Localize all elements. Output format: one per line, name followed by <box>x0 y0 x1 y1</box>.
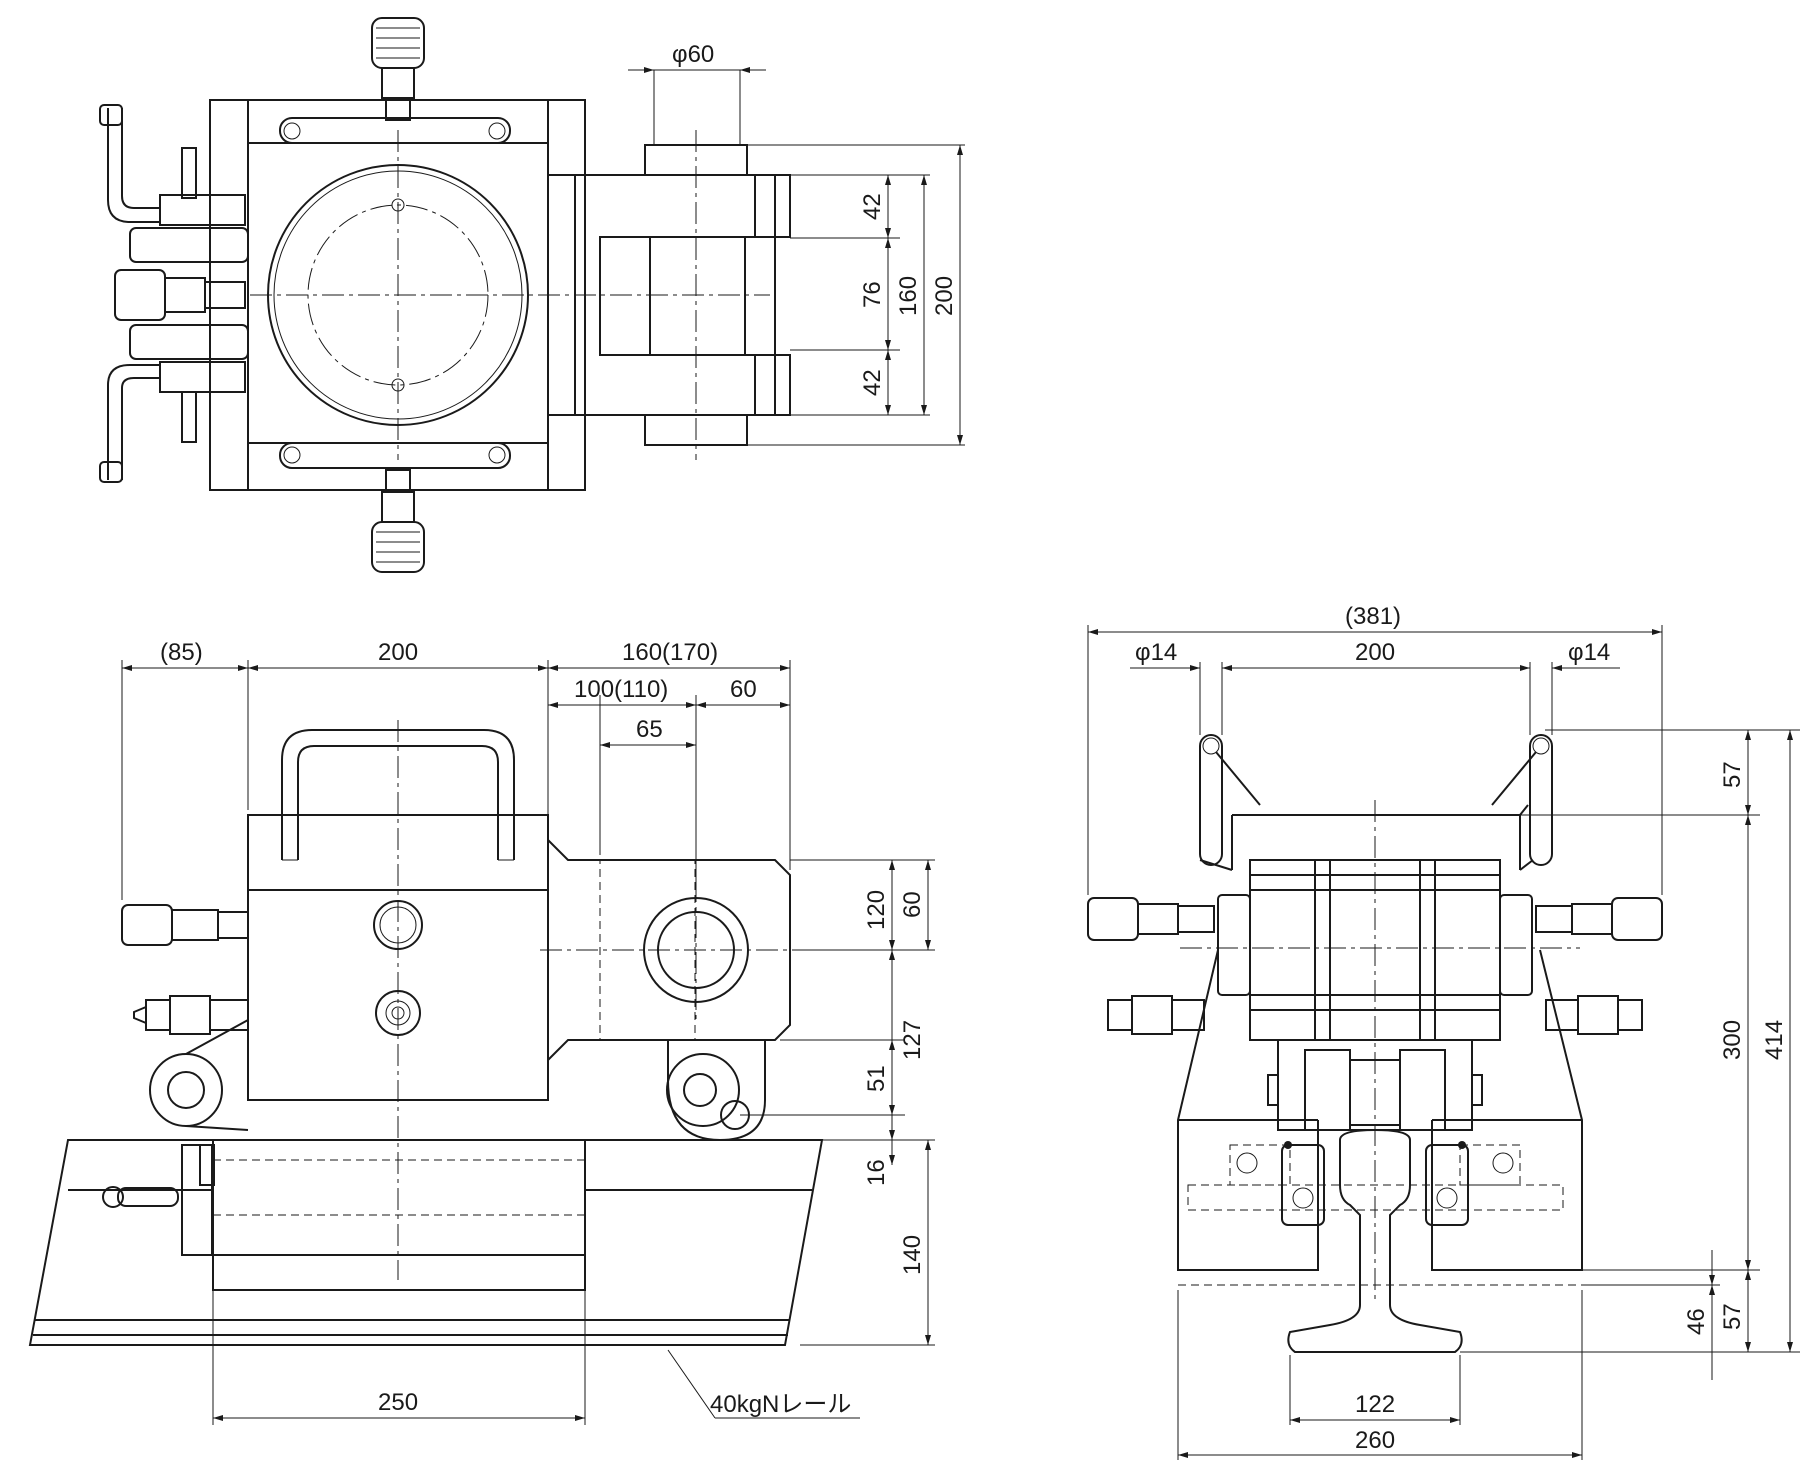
dim-phi14-left: φ14 <box>1135 639 1177 666</box>
top-view-dimensions: φ60 42 76 42 160 200 <box>628 41 965 446</box>
dim-260: 260 <box>1355 1427 1395 1454</box>
dim-51: 51 <box>863 1065 890 1092</box>
dim-65: 65 <box>636 716 663 743</box>
dim-phi14-right: φ14 <box>1568 639 1610 666</box>
dim-200-top: 200 <box>931 276 958 316</box>
rail-profile <box>1287 1128 1463 1353</box>
dim-16: 16 <box>863 1159 890 1186</box>
dim-57-bottom: 57 <box>1719 1303 1746 1330</box>
rail-side <box>28 1139 824 1425</box>
dim-250: 250 <box>378 1389 418 1416</box>
dim-46: 46 <box>1683 1308 1710 1335</box>
side-view-dimensions: (85) 200 160(170) 100(110) 60 65 120 60 … <box>121 639 935 1421</box>
dim-120: 120 <box>863 890 890 930</box>
dim-381: (381) <box>1345 603 1401 630</box>
dim-127: 127 <box>899 1020 926 1060</box>
dim-160-top: 160 <box>895 276 922 316</box>
dim-phi60: φ60 <box>672 41 714 68</box>
side-view: (85) 200 160(170) 100(110) 60 65 120 60 … <box>28 639 935 1425</box>
dim-57-top: 57 <box>1719 761 1746 788</box>
dim-200-front: 200 <box>1355 639 1395 666</box>
dim-42-bottom: 42 <box>859 369 886 396</box>
front-view-dimensions: (381) φ14 200 φ14 57 300 414 <box>1087 603 1800 1460</box>
dim-140: 140 <box>899 1235 926 1275</box>
dim-200-side: 200 <box>378 639 418 666</box>
top-fitting-bottom <box>371 469 425 573</box>
dim-76: 76 <box>859 281 886 308</box>
side-left-fittings <box>121 904 249 1131</box>
top-right-bracket <box>548 130 791 460</box>
dim-60-top: 60 <box>730 676 757 703</box>
dim-300: 300 <box>1719 1020 1746 1060</box>
front-view: (381) φ14 200 φ14 57 300 414 <box>1087 603 1800 1460</box>
top-fitting-top <box>371 17 425 121</box>
rail-label: 40kgNレール <box>710 1391 851 1418</box>
dim-100-110: 100(110) <box>574 676 668 703</box>
front-fittings <box>1087 897 1663 1035</box>
dim-122: 122 <box>1355 1391 1395 1418</box>
dim-60-right: 60 <box>899 891 926 918</box>
dim-160-170: 160(170) <box>622 639 718 666</box>
dim-42-top: 42 <box>859 193 886 220</box>
dim-85: (85) <box>160 639 203 666</box>
dim-414: 414 <box>1761 1020 1788 1060</box>
top-left-assembly <box>99 104 249 483</box>
top-view: φ60 42 76 42 160 200 <box>99 17 965 573</box>
